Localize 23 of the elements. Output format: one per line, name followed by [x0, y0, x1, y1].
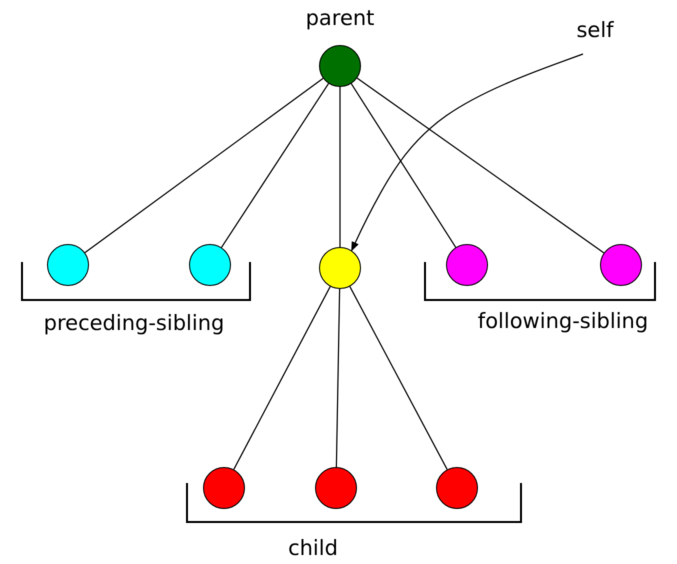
circle-node [203, 467, 245, 509]
circle-node [319, 45, 361, 87]
circle-node [600, 244, 642, 286]
connector-line [349, 286, 448, 470]
connector-line [339, 87, 341, 247]
circle-node [319, 247, 361, 289]
circle-node [436, 467, 478, 509]
arrow [351, 53, 584, 252]
connector-line [220, 83, 330, 248]
group-label: following-sibling [478, 311, 648, 332]
connector-line [356, 78, 604, 254]
node-label: parent [306, 8, 374, 29]
group-label: preceding-sibling [44, 313, 224, 334]
circle-node [315, 467, 357, 509]
connector-line [233, 286, 331, 470]
node-label: self [576, 20, 614, 41]
connector-line [84, 78, 324, 254]
circle-node [446, 244, 488, 286]
group-label: child [288, 538, 338, 559]
circle-node [47, 244, 89, 286]
circle-node [189, 244, 231, 286]
connector-line [336, 288, 340, 468]
connector-line [350, 83, 456, 248]
